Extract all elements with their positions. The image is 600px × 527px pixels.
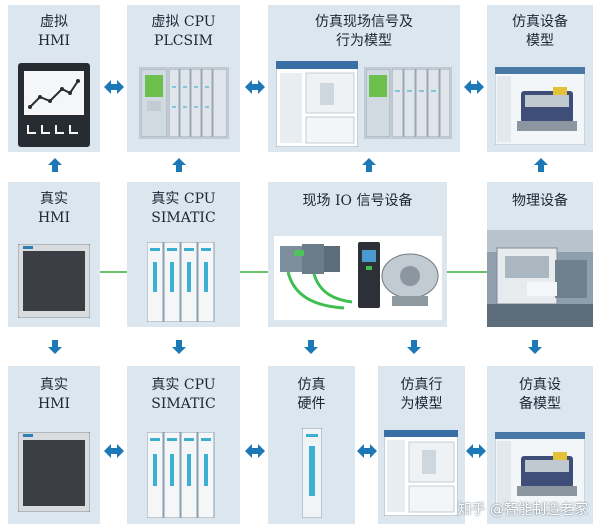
- real-hmi-label: 真实 HMI: [37, 191, 71, 226]
- sim-behavior-model-label: 仿真行 为模型: [400, 377, 443, 412]
- sim-hardware-label: 仿真 硬件: [297, 377, 326, 412]
- plc-rack-image: [139, 67, 229, 139]
- virtual-hmi-box: 虚拟 HMI: [8, 5, 100, 152]
- sim-signal-model-label: 仿真现场信号及 行为模型: [315, 14, 413, 49]
- field-io-box: 现场 IO 信号设备: [268, 182, 447, 327]
- double-arrow-icon: [104, 80, 124, 94]
- sim-hardware-box: 仿真 硬件: [268, 366, 355, 524]
- sim-equipment-model-box: 仿真设备 模型: [487, 5, 593, 152]
- physical-equipment-label: 物理设备: [512, 193, 568, 209]
- connection-line: [100, 271, 128, 273]
- touch-panel-image: [18, 244, 90, 318]
- plc-rack-image-2: [364, 67, 452, 139]
- double-arrow-icon: [464, 80, 484, 94]
- sim-behavior-model-box: 仿真行 为模型: [378, 366, 465, 524]
- double-arrow-icon: [104, 444, 124, 458]
- plc-modules-image-2: [147, 432, 215, 518]
- sim-hardware-image: [302, 428, 322, 518]
- double-arrow-icon: [466, 444, 486, 458]
- connection-line: [240, 271, 269, 273]
- down-arrow-icon: [528, 340, 542, 354]
- sim-equipment-model-label-2: 仿真设 备模型: [519, 377, 561, 412]
- real-hmi-box: 真实 HMI: [8, 182, 100, 327]
- software-screenshot-image: [276, 61, 358, 147]
- watermark: 知乎 @智能制造老家: [457, 502, 588, 518]
- sim-signal-model-box: 仿真现场信号及 行为模型: [268, 5, 460, 152]
- down-arrow-icon: [407, 340, 421, 354]
- equipment-model-image: [495, 67, 585, 145]
- down-arrow-icon: [304, 340, 318, 354]
- physical-equipment-box: 物理设备: [487, 182, 593, 327]
- real-cpu-box: 真实 CPU SIMATIC: [127, 182, 240, 327]
- down-arrow-icon: [172, 340, 186, 354]
- double-arrow-icon: [357, 444, 377, 458]
- virtual-cpu-box: 虚拟 CPU PLCSIM: [127, 5, 240, 152]
- real-cpu-label-2: 真实 CPU SIMATIC: [151, 377, 216, 412]
- up-arrow-icon: [172, 158, 186, 172]
- behavior-model-screenshot: [384, 430, 458, 516]
- touch-panel-image-2: [18, 432, 90, 512]
- connection-line: [447, 271, 487, 273]
- sim-equipment-model-label: 仿真设备 模型: [512, 14, 568, 49]
- hmi-trend-icon: [18, 63, 90, 147]
- virtual-cpu-label: 虚拟 CPU PLCSIM: [151, 14, 216, 49]
- virtual-hmi-label: 虚拟 HMI: [37, 14, 71, 49]
- physical-machine-image: [487, 230, 593, 327]
- real-cpu-box-2: 真实 CPU SIMATIC: [127, 366, 240, 524]
- real-hmi-box-2: 真实 HMI: [8, 366, 100, 524]
- field-io-label: 现场 IO 信号设备: [302, 193, 413, 209]
- up-arrow-icon: [48, 158, 62, 172]
- io-devices-image: [274, 236, 442, 320]
- plc-modules-image: [147, 242, 215, 322]
- up-arrow-icon: [534, 158, 548, 172]
- down-arrow-icon: [48, 340, 62, 354]
- real-hmi-label-2: 真实 HMI: [37, 377, 71, 412]
- equipment-model-image-2: [495, 432, 585, 512]
- real-cpu-label: 真实 CPU SIMATIC: [151, 191, 216, 226]
- sim-equipment-model-box-2: 仿真设 备模型: [487, 366, 593, 524]
- double-arrow-icon: [245, 444, 265, 458]
- up-arrow-icon: [362, 158, 376, 172]
- double-arrow-icon: [245, 80, 265, 94]
